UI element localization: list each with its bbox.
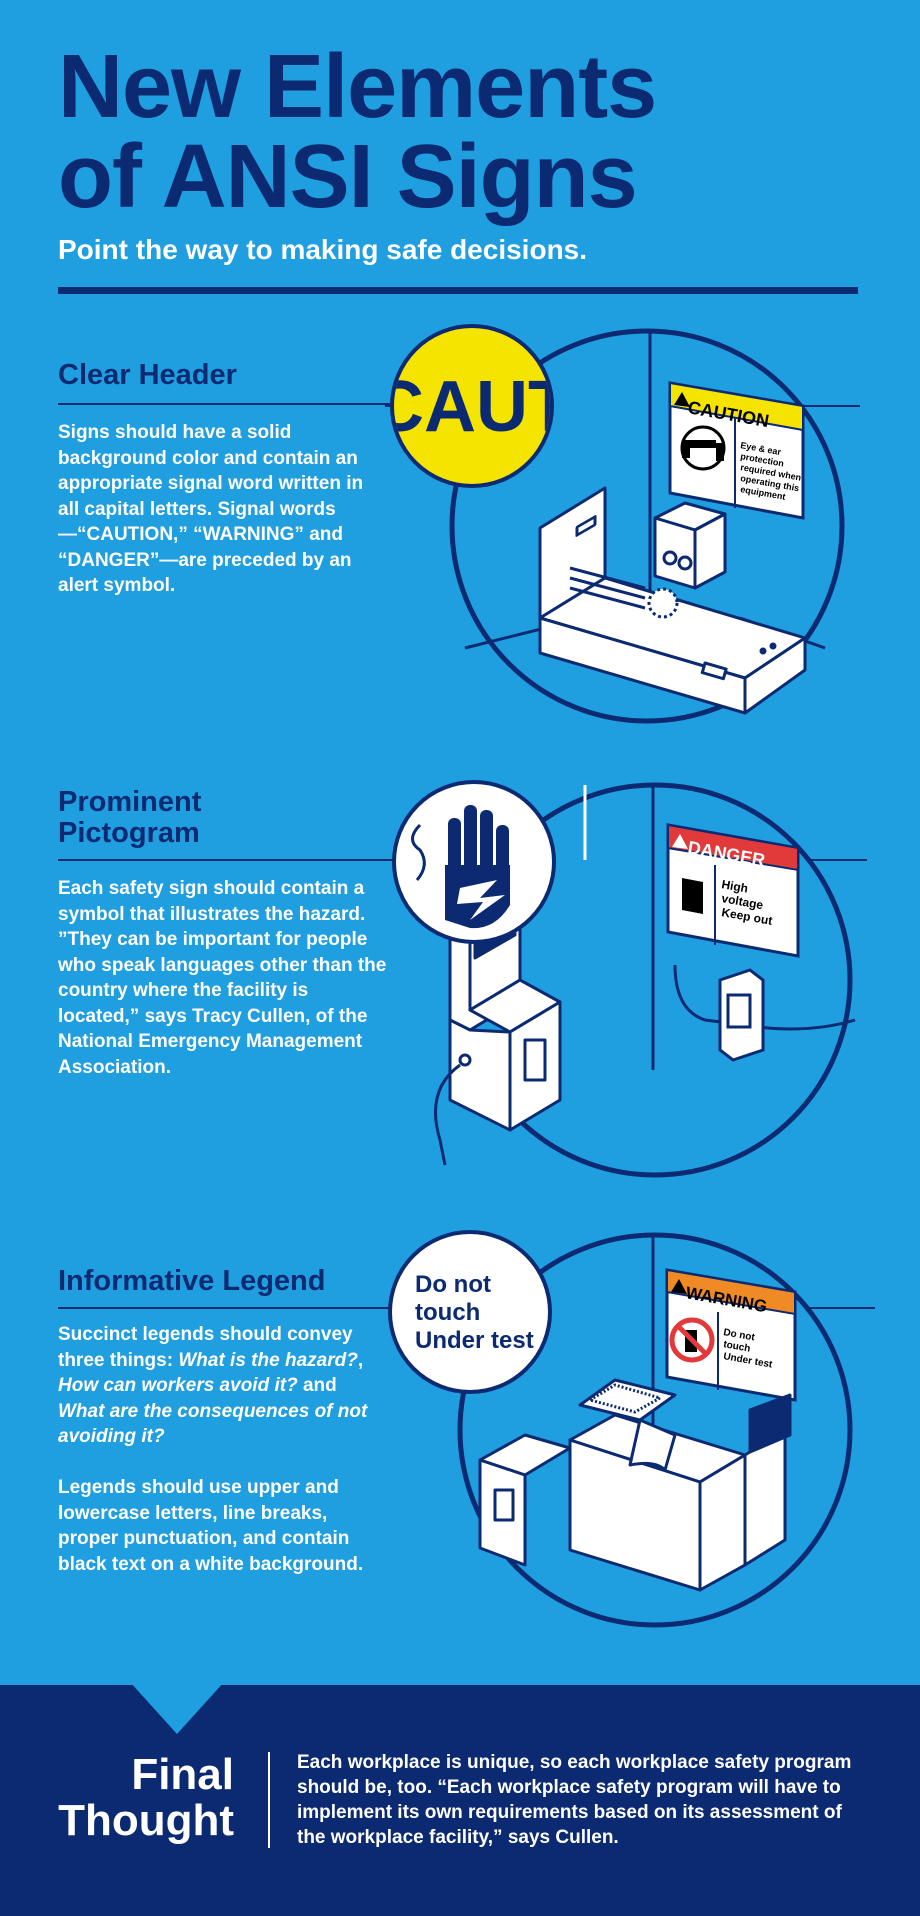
footer-heading-line-2: Thought [58,1796,234,1845]
badge-line-1: Do not [415,1271,491,1298]
footer-notch [130,1682,224,1734]
title-line-2: of ANSI Signs [58,127,638,227]
caution-machine-illustration: CAUTION Eye & ear protection required wh… [385,324,860,724]
warning-printer-illustration: WARNING Do not touch Under test Do not t… [385,1230,875,1628]
caution-badge [390,324,554,488]
table-saw-machine [538,486,807,715]
heading-line-1: Prominent [58,786,202,818]
section-heading-prominent-pictogram: Prominent Pictogram [58,787,201,849]
badge-line-2: touch [415,1299,480,1326]
caution-badge-text: CAUT [385,367,572,447]
footer-text: Each workplace is unique, so each workpl… [297,1752,852,1848]
section-body-prominent-pictogram: Each safety sign should contain a symbol… [58,878,387,1078]
warning-sign: WARNING Do not touch Under test [665,1268,797,1402]
section-rule [58,403,398,405]
danger-legend-1: High [720,877,749,895]
do-not-touch-badge [388,1230,552,1394]
section-body-informative-legend-2: Legends should use upper and lowercase l… [58,1477,364,1575]
page-title: New Elements of ANSI Signs [58,42,657,222]
badge-line-3: Under test [415,1327,534,1354]
section-body-clear-header: Signs should have a solid background col… [58,422,364,596]
section-body-informative-legend-1: Succinct legends should convey three thi… [58,1324,368,1447]
title-line-1: New Elements [58,37,657,137]
page-subtitle: Point the way to making safe decisions. [58,234,588,265]
danger-terminal-illustration: DANGER High voltage Keep out [385,780,867,1178]
section-heading-informative-legend: Informative Legend [58,1265,326,1297]
title-divider [58,287,858,294]
control-box [718,968,765,1062]
high-voltage-hand-icon [445,805,510,929]
section-rule [58,859,398,861]
heading-line-2: Pictogram [58,817,200,849]
test-machine [478,1378,792,1592]
caution-sign-legend: Eye & ear protection required when opera… [740,440,802,502]
section-rule [58,1307,398,1309]
section-heading-clear-header: Clear Header [58,359,237,391]
footer-heading-line-1: Final [131,1750,234,1799]
footer-divider [268,1752,270,1848]
caution-sign: CAUTION Eye & ear protection required wh… [668,381,805,520]
danger-sign: DANGER High voltage Keep out [666,823,800,958]
warning-legend-2: touch [722,1339,751,1355]
footer-heading: Final Thought [58,1752,234,1844]
